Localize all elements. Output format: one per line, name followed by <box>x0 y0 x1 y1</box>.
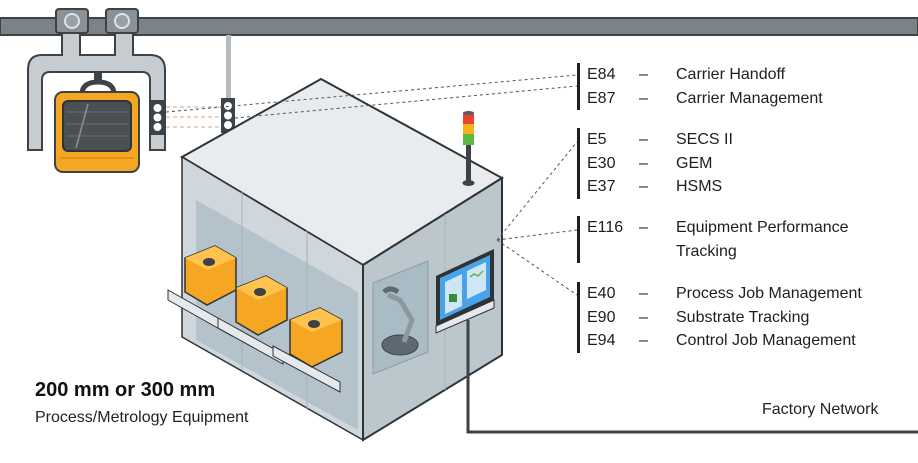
standard-code: E84 <box>587 66 616 83</box>
oht-vehicle <box>27 32 166 151</box>
standard-row: E116 – Equipment Performance Tracking <box>587 216 881 263</box>
standard-desc: Substrate Tracking <box>676 308 810 326</box>
equipment-subtitle: Process/Metrology Equipment <box>35 409 249 426</box>
dash: – <box>639 308 648 326</box>
standard-desc: GEM <box>676 154 713 172</box>
standard-row: E84 – Carrier Handoff <box>587 63 896 87</box>
dash: – <box>639 219 648 236</box>
standard-code: E37 <box>587 178 616 195</box>
signal-tower-icon <box>462 111 475 186</box>
standard-code: E5 <box>587 131 607 148</box>
dash: – <box>639 131 648 148</box>
standard-group-communication: E5 – SECS II E30 – GEM E37 – HSMS <box>577 128 896 199</box>
dash: – <box>639 66 648 83</box>
standard-code: E116 <box>587 219 624 236</box>
standard-code: E87 <box>587 89 616 107</box>
load-port-2 <box>217 275 288 365</box>
load-ports <box>167 245 343 393</box>
overhead-rail <box>0 17 918 36</box>
standard-group-performance: E116 – Equipment Performance Tracking <box>577 216 881 263</box>
standard-row: E37 – HSMS <box>587 175 896 199</box>
standard-row: E87 – Carrier Management <box>587 87 896 111</box>
standard-row: E40 – Process Job Management <box>587 282 896 306</box>
e84-optical-link <box>166 106 221 128</box>
foup-carrier <box>54 91 140 173</box>
operator-touchscreen <box>435 249 495 334</box>
factory-network-label: Factory Network <box>762 401 879 418</box>
standard-row: E90 – Substrate Tracking <box>587 306 896 330</box>
dash: – <box>639 178 648 195</box>
standard-code: E30 <box>587 154 616 172</box>
dash: – <box>639 285 648 302</box>
connector-lines <box>165 74 578 296</box>
equipment-title: 200 mm or 300 mm <box>35 379 216 401</box>
robot-arm-window <box>372 260 429 375</box>
standard-code: E94 <box>587 332 616 349</box>
standard-group-job-management: E40 – Process Job Management E90 – Subst… <box>577 282 896 353</box>
standard-row: E94 – Control Job Management <box>587 329 896 353</box>
standard-desc: SECS II <box>676 131 733 148</box>
standard-desc: Carrier Handoff <box>676 66 786 83</box>
standard-code: E40 <box>587 285 616 302</box>
standard-group-carrier: E84 – Carrier Handoff E87 – Carrier Mana… <box>577 63 896 110</box>
load-port-3 <box>272 307 343 393</box>
dash: – <box>639 154 648 172</box>
standard-desc: Equipment Performance Tracking <box>676 219 849 260</box>
e84-sensor-icon <box>150 100 165 135</box>
standard-desc: Control Job Management <box>676 332 856 349</box>
standard-desc: Carrier Management <box>676 89 823 107</box>
network-cable <box>466 320 918 434</box>
standard-row: E5 – SECS II <box>587 128 896 152</box>
dash: – <box>639 332 648 349</box>
standard-code: E90 <box>587 308 616 326</box>
standard-desc: Process Job Management <box>676 285 862 302</box>
dash: – <box>639 89 648 107</box>
standard-desc: HSMS <box>676 178 723 195</box>
load-port-1 <box>167 245 237 337</box>
standard-row: E30 – GEM <box>587 152 896 176</box>
